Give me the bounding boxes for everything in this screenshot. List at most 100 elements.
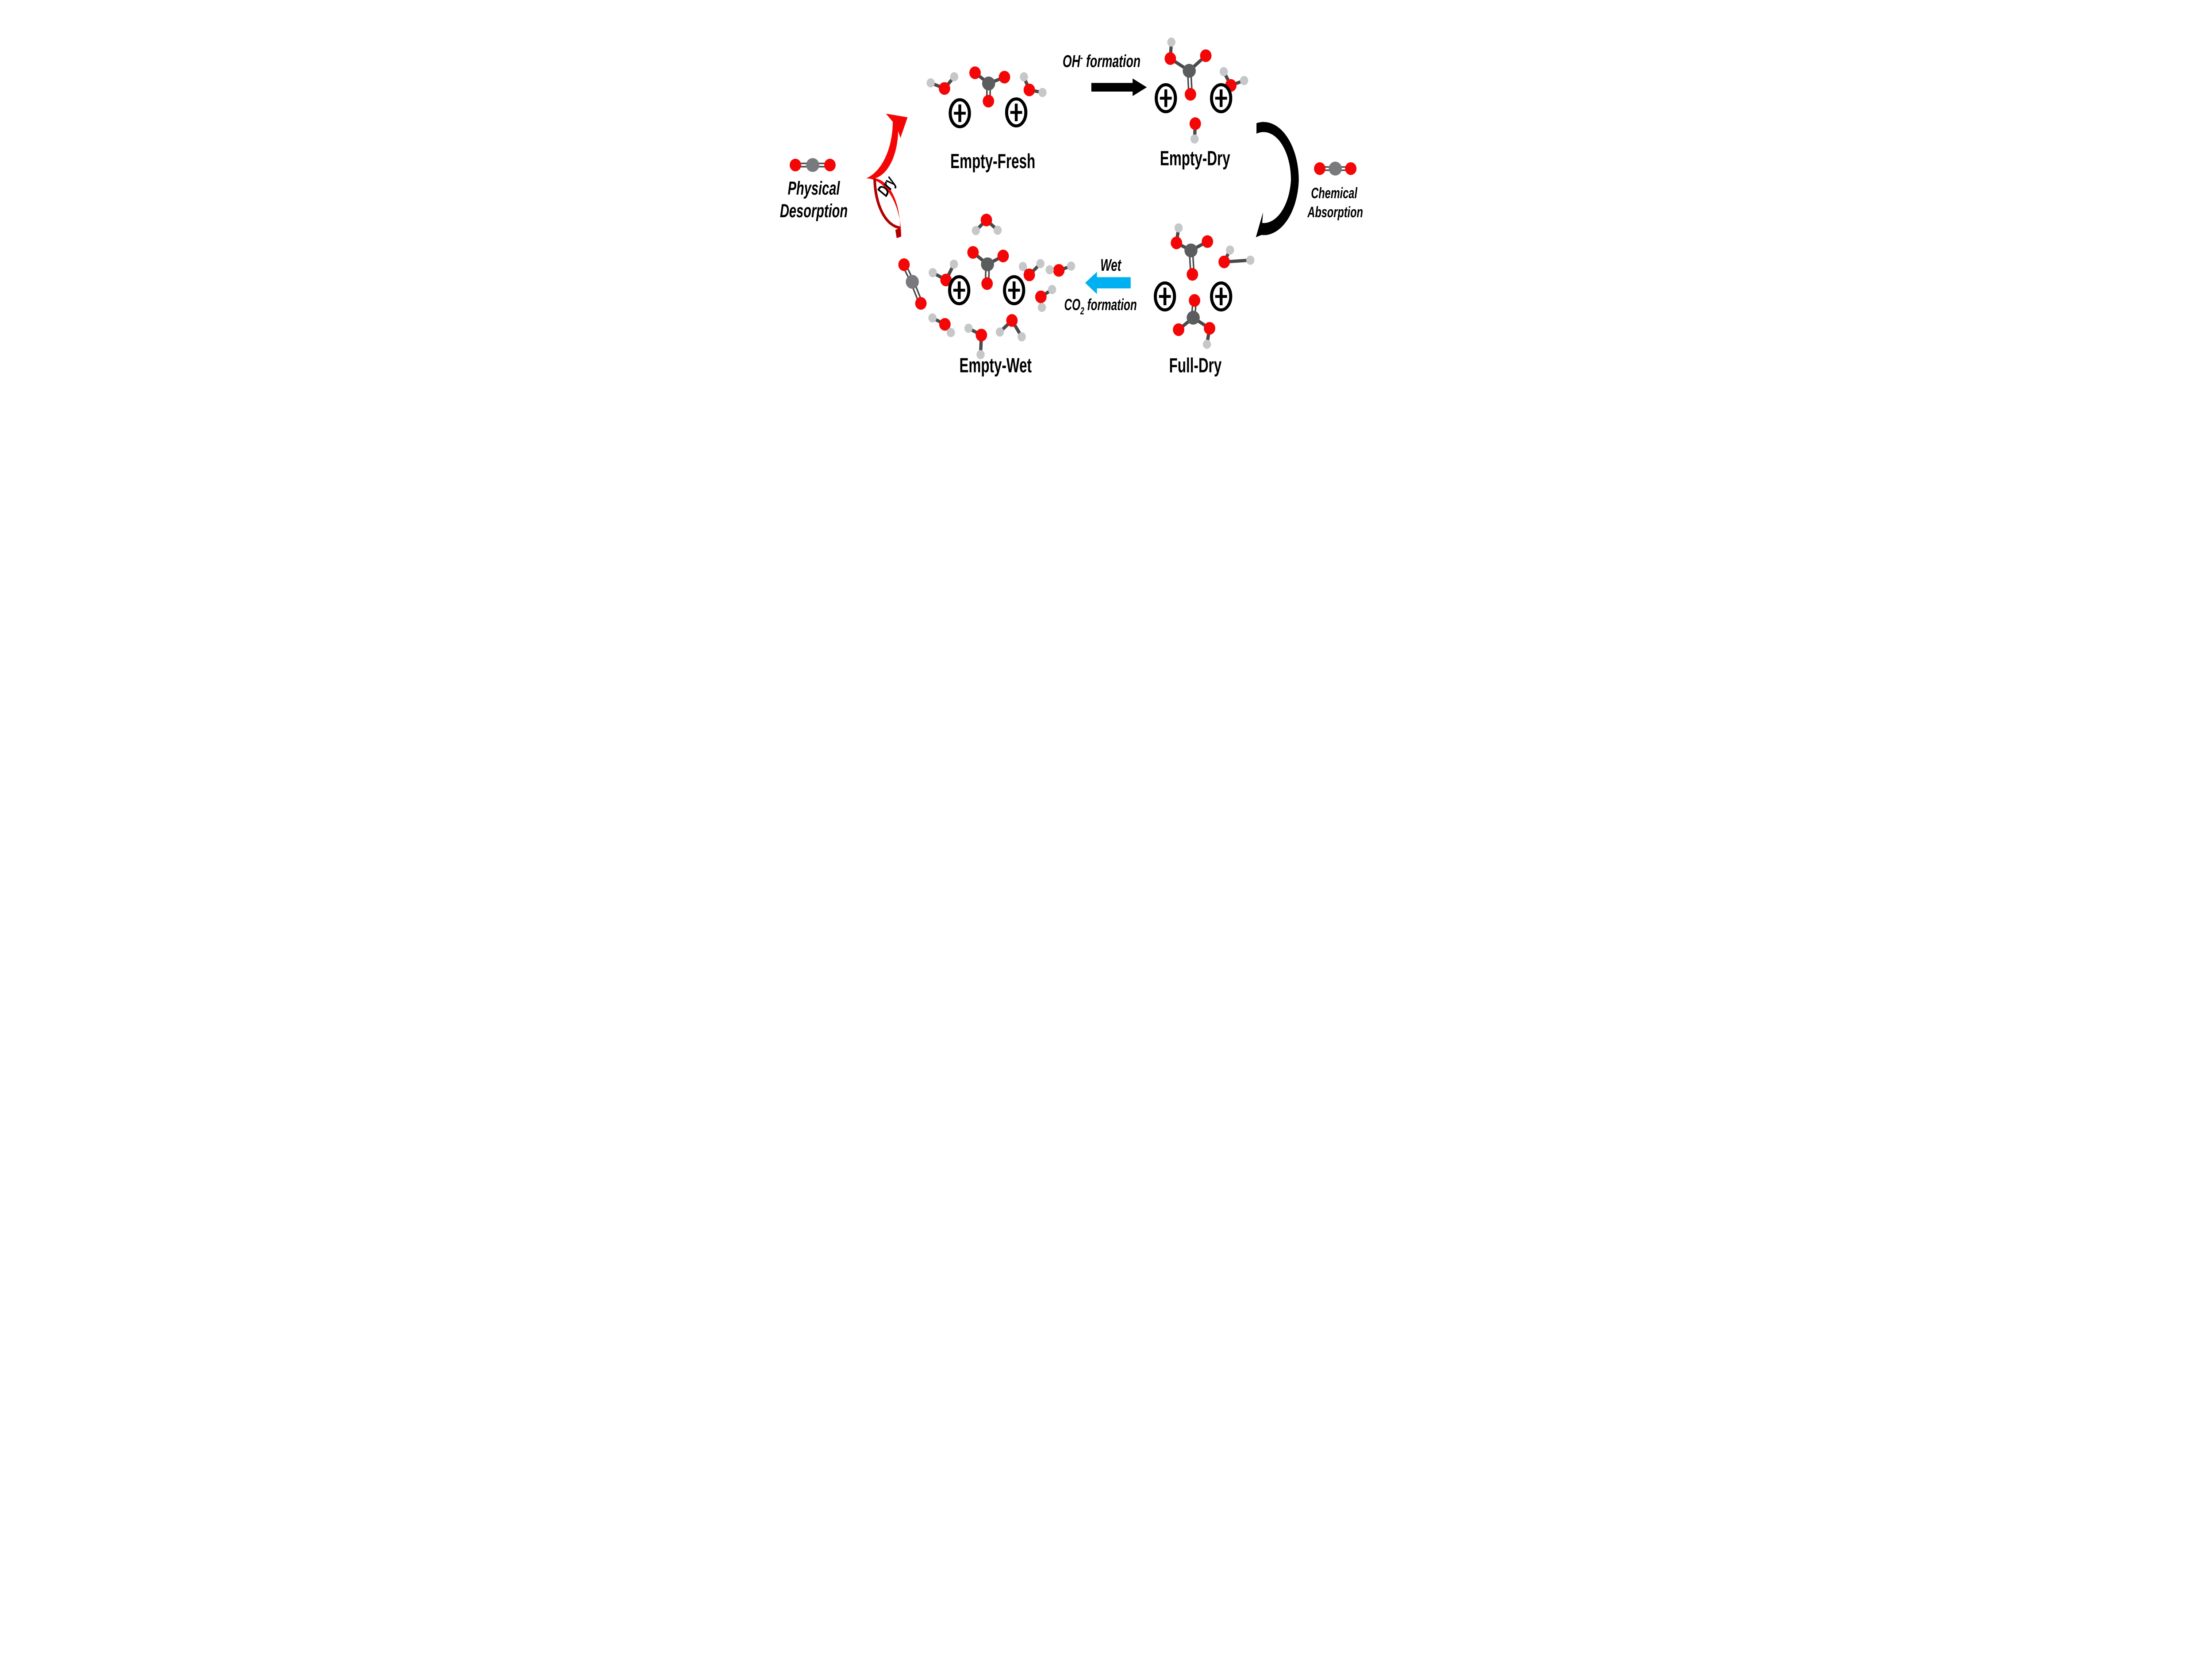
atom-carbon [981, 257, 994, 272]
transition-label-chemical: Chemical [1311, 185, 1357, 202]
atom-oxygen [983, 95, 995, 108]
atom-oxygen [998, 71, 1010, 84]
atom-hydrogen [1190, 134, 1199, 144]
atom-hydrogen [949, 259, 958, 269]
molecule-water [1035, 284, 1056, 312]
atom-oxygen [1314, 162, 1326, 175]
atom-oxygen [1053, 264, 1065, 277]
atom-hydrogen [1226, 245, 1234, 255]
transition-label-oh-formation: OH- formation [1063, 51, 1141, 71]
atom-hydrogen [964, 323, 973, 333]
molecule-co2 [898, 258, 927, 310]
molecule-co2 [1314, 161, 1357, 176]
molecule-water [964, 323, 987, 359]
atom-oxygen [1184, 88, 1196, 101]
atom-oxygen [1189, 117, 1201, 130]
atom-hydrogen [1048, 284, 1056, 294]
molecule-bicarbonate [1171, 223, 1214, 281]
cation-symbol [1210, 281, 1233, 312]
molecule-water [995, 314, 1026, 342]
atom-oxygen [1189, 294, 1201, 307]
atom-oxygen [1006, 314, 1018, 327]
state-label-empty-wet: Empty-Wet [959, 354, 1031, 376]
atom-oxygen [915, 297, 927, 310]
molecule-co2 [789, 158, 836, 172]
atom-oxygen [975, 329, 987, 342]
atom-carbon [1184, 243, 1198, 257]
cation-symbol [1153, 281, 1176, 312]
atom-hydrogen [928, 313, 937, 323]
atom-hydrogen [1246, 255, 1255, 265]
atom-oxygen [997, 250, 1009, 262]
cation-symbol [948, 275, 971, 305]
molecule-water [929, 259, 958, 287]
atom-hydrogen [1036, 259, 1045, 269]
transition-label-wet: Wet [1100, 255, 1121, 274]
atom-hydrogen [1037, 303, 1046, 312]
chemical-absorption-arrow [1256, 122, 1299, 238]
atom-hydrogen [1202, 339, 1211, 349]
molecule-bicarbonate [1164, 37, 1212, 101]
co2-formation-arrow [1085, 272, 1131, 294]
cation-symbol [1155, 83, 1177, 113]
atom-oxygen [898, 258, 910, 271]
transition-label-co2-formation: CO2 formation [1064, 296, 1137, 317]
atom-oxygen [1173, 323, 1185, 336]
atom-oxygen [824, 158, 836, 172]
atom-oxygen [938, 82, 950, 95]
atom-oxygen [1023, 269, 1035, 281]
atom-hydrogen [1067, 261, 1075, 271]
atom-hydrogen [1219, 67, 1228, 77]
atom-oxygen [1171, 236, 1183, 250]
atom-hydrogen [1240, 76, 1248, 85]
atom-oxygen [1218, 255, 1230, 269]
molecule-carbonic-acid [1173, 294, 1216, 349]
atom-hydrogen [926, 78, 935, 88]
atom-oxygen [1164, 52, 1176, 65]
atom-oxygen [1200, 49, 1212, 62]
atom-oxygen [1204, 322, 1216, 335]
cation-symbol [949, 98, 971, 128]
dry-arrow-endcap [895, 227, 902, 238]
molecule-water [1218, 245, 1255, 269]
molecule-carbonate [967, 246, 1009, 290]
cation-symbol [1003, 275, 1025, 305]
atom-hydrogen [1045, 265, 1054, 275]
atom-oxygen [980, 213, 992, 227]
atom-hydrogen [993, 226, 1002, 235]
diagram-canvas: OH- formation Chemical Absorption Wet CO… [765, 0, 1447, 384]
atom-hydrogen [1038, 88, 1047, 97]
oh-formation-arrow [1091, 78, 1147, 96]
atom-carbon [906, 275, 919, 289]
molecule-hydroxide [1189, 117, 1201, 144]
state-label-full-dry: Full-Dry [1169, 354, 1222, 376]
atom-carbon [982, 77, 995, 91]
atom-hydrogen [1167, 37, 1175, 47]
atom-oxygen [789, 158, 801, 172]
transition-label-absorption: Absorption [1307, 204, 1363, 221]
background [765, 0, 1447, 384]
state-label-empty-dry: Empty-Dry [1160, 147, 1230, 170]
atom-oxygen [1345, 162, 1357, 175]
molecule-water [1020, 72, 1047, 97]
molecule-water [972, 213, 1002, 235]
molecule-water [926, 72, 959, 95]
atom-oxygen [969, 66, 981, 79]
atom-hydrogen [1174, 223, 1183, 233]
atom-oxygen [939, 318, 951, 331]
atom-oxygen [940, 273, 952, 287]
atom-oxygen [967, 246, 979, 259]
molecule-carbonate [969, 66, 1010, 108]
molecules-layer [789, 37, 1357, 359]
atom-hydrogen [995, 327, 1004, 337]
atom-hydrogen [929, 268, 937, 277]
atom-hydrogen [976, 350, 985, 359]
atom-oxygen [1202, 235, 1214, 248]
molecule-water [928, 313, 955, 338]
molecule-water [1018, 259, 1045, 281]
atom-carbon [1187, 311, 1200, 325]
atom-oxygen [1035, 290, 1047, 303]
atom-carbon [1329, 161, 1342, 176]
molecule-water [1219, 67, 1248, 92]
state-label-empty-fresh: Empty-Fresh [950, 150, 1035, 173]
